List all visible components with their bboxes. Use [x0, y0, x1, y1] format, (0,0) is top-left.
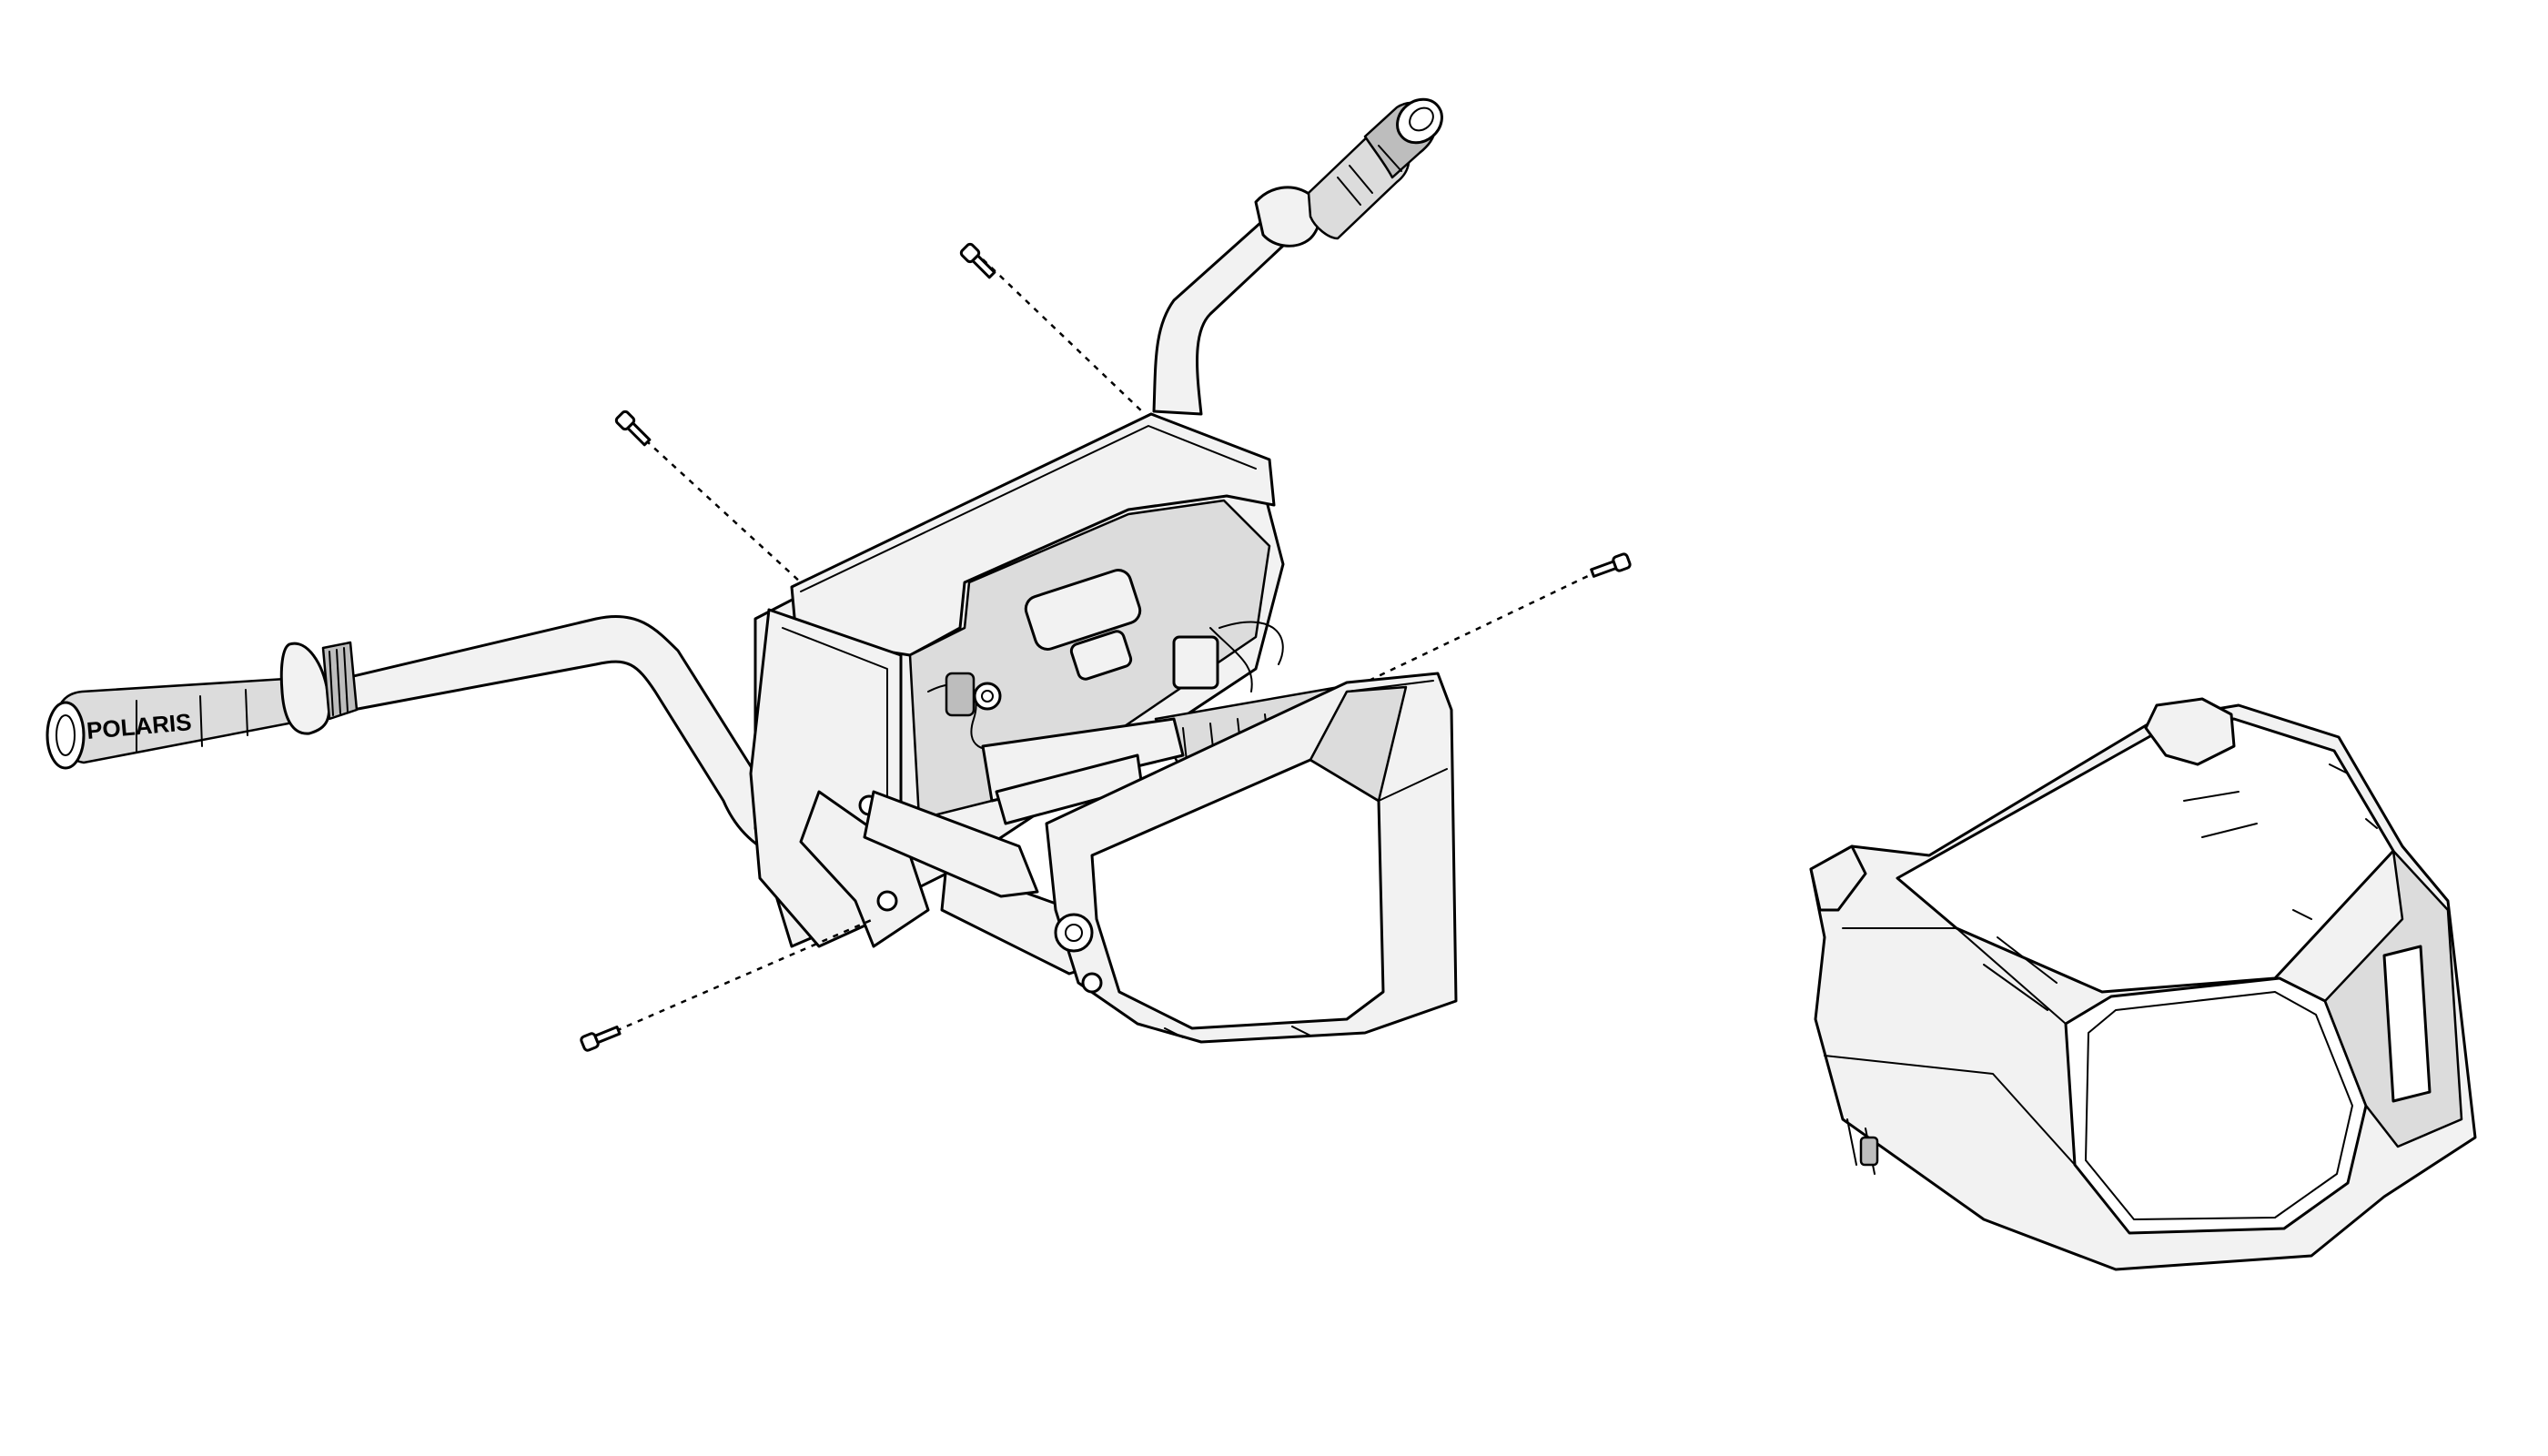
headlight-cover	[1809, 697, 2477, 1271]
headlight-lens-unit	[1045, 672, 1458, 1044]
headlight-housing	[749, 412, 1394, 976]
right-grip	[1254, 97, 1443, 248]
leader-lines	[604, 258, 1610, 1037]
screw-top	[959, 242, 996, 279]
left-grip: POLARIS	[46, 641, 359, 770]
screw-right	[1590, 552, 1632, 578]
screw-lower-left	[580, 1026, 622, 1052]
screw-upper-left	[614, 410, 652, 447]
